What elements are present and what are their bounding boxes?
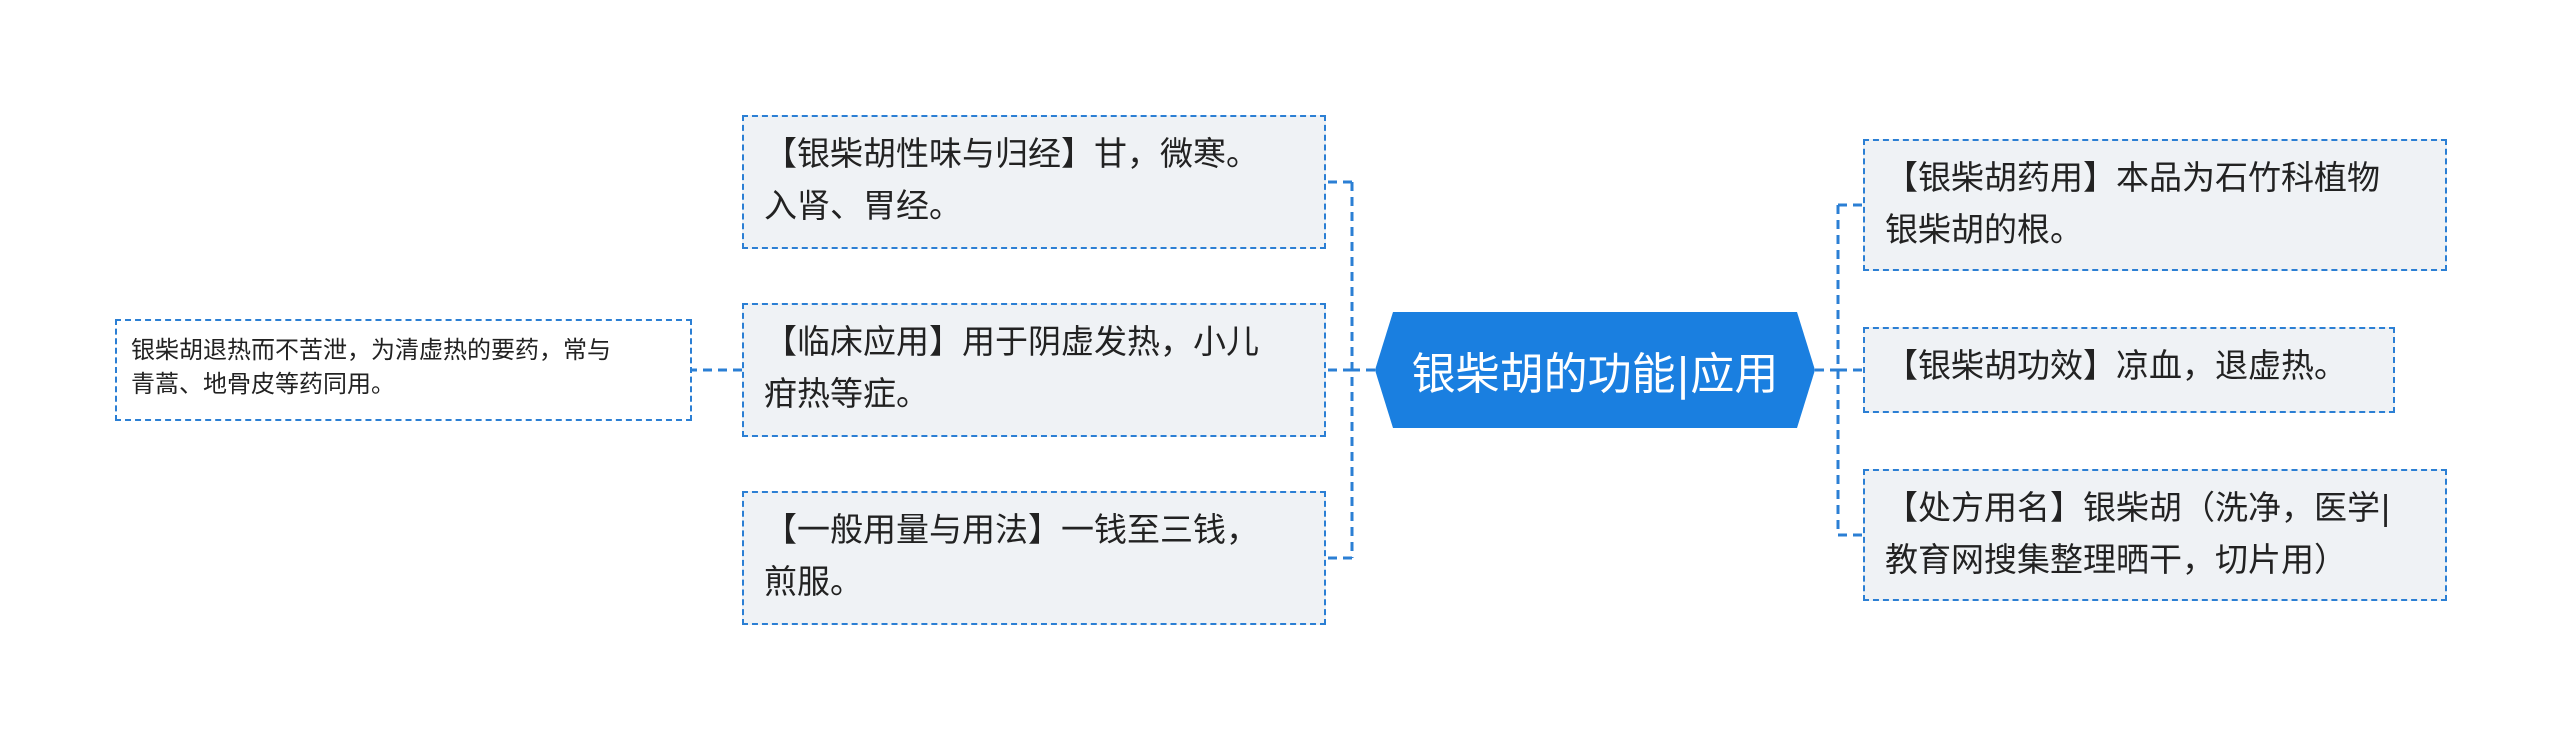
left-node-dosage-line2: 煎服。	[764, 562, 863, 601]
left-node-dosage[interactable]: 【一般用量与用法】一钱至三钱， 煎服。	[742, 491, 1326, 625]
root-topic-label: 银柴胡的功能|应用	[1411, 349, 1779, 400]
left-node-dosage-line1: 【一般用量与用法】一钱至三钱，	[764, 510, 1259, 549]
right-node-medicinal-line2: 银柴胡的根。	[1885, 210, 2083, 249]
left-node-clinical[interactable]: 【临床应用】用于阴虚发热，小儿 疳热等症。	[742, 303, 1326, 437]
detail-node[interactable]: 银柴胡退热而不苦泄，为清虚热的要药，常与 青蒿、地骨皮等药同用。	[115, 319, 692, 421]
left-node-property[interactable]: 【银柴胡性味与归经】甘，微寒。 入肾、胃经。	[742, 115, 1326, 249]
left-node-property-line2: 入肾、胃经。	[764, 186, 962, 225]
right-node-efficacy[interactable]: 【银柴胡功效】凉血，退虚热。	[1863, 327, 2395, 413]
left-node-clinical-line1: 【临床应用】用于阴虚发热，小儿	[764, 322, 1259, 361]
right-node-efficacy-line1: 【银柴胡功效】凉血，退虚热。	[1885, 346, 2347, 385]
right-node-medicinal[interactable]: 【银柴胡药用】本品为石竹科植物 银柴胡的根。	[1863, 139, 2447, 271]
right-node-prescription-line1: 【处方用名】银柴胡（洗净，医学|	[1885, 488, 2392, 527]
root-hexagon-shape	[1375, 312, 1815, 428]
left-node-clinical-line2: 疳热等症。	[764, 374, 929, 413]
right-node-prescription-line2: 教育网搜集整理晒干，切片用）	[1885, 540, 2347, 579]
root-topic[interactable]: 银柴胡的功能|应用	[1375, 312, 1815, 428]
left-node-property-line1: 【银柴胡性味与归经】甘，微寒。	[764, 134, 1259, 173]
right-node-medicinal-line1: 【银柴胡药用】本品为石竹科植物	[1885, 158, 2380, 197]
detail-node-line1: 银柴胡退热而不苦泄，为清虚热的要药，常与	[131, 336, 611, 364]
detail-node-line2: 青蒿、地骨皮等药同用。	[131, 370, 395, 398]
right-node-prescription[interactable]: 【处方用名】银柴胡（洗净，医学| 教育网搜集整理晒干，切片用）	[1863, 469, 2447, 601]
